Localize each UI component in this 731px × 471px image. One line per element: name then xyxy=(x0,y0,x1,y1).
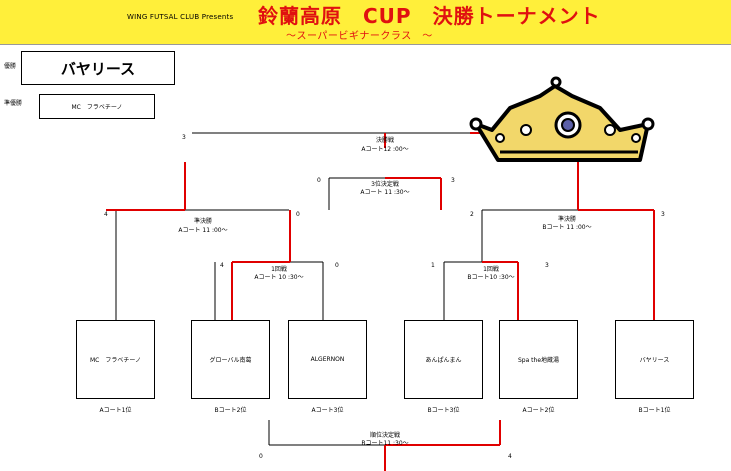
r1-right-title: 1回戦 xyxy=(483,266,499,273)
r1-right-time: Bコート10 :30～ xyxy=(467,274,515,281)
r1-left-time: Aコート 10 :30～ xyxy=(254,274,304,281)
page-subtitle: ～スーパービギナークラス ～ xyxy=(286,31,433,42)
team-seed-5: Aコート2位 xyxy=(522,407,555,414)
team-box-5: Spa the地蔵湯 xyxy=(499,320,578,399)
team-box-2: グローバル南葛 xyxy=(191,320,270,399)
r1-right-score-a: 1 xyxy=(431,262,435,269)
team-box-6: バヤリース xyxy=(615,320,694,399)
semi-right-time: Bコート 11 :00～ xyxy=(542,224,592,231)
semi-left-time: Aコート 11 :00～ xyxy=(178,227,228,234)
r1-left-score-a: 4 xyxy=(220,262,224,269)
team-seed-2: Bコート2位 xyxy=(214,407,247,414)
final-score-a: 3 xyxy=(182,134,186,141)
semi-right-title: 準決勝 xyxy=(557,216,576,223)
placement-time: Bコート11 :30～ xyxy=(361,440,409,447)
runner-up-box: MC フラベチーノ xyxy=(39,94,155,119)
winner-box: バヤリース xyxy=(21,51,175,85)
semi-left-score-a: 4 xyxy=(104,211,108,218)
team-box-4: あんぱんまん xyxy=(404,320,483,399)
page-title: 鈴蘭高原 CUP 決勝トーナメント xyxy=(258,4,601,28)
semi-right-score-a: 2 xyxy=(470,211,474,218)
placement-title: 順位決定戦 xyxy=(369,432,400,439)
placement-score-b: 4 xyxy=(508,453,512,460)
winner-label: 優勝 xyxy=(4,63,17,70)
final-time: Aコート12 :00～ xyxy=(361,146,409,153)
semi-right-score-b: 3 xyxy=(661,211,665,218)
third-time: Aコート 11 :30～ xyxy=(360,189,410,196)
r1-left-score-b: 0 xyxy=(335,262,339,269)
third-title: 3位決定戦 xyxy=(371,181,399,188)
runner-up-label: 準優勝 xyxy=(4,100,23,107)
third-score-a: 0 xyxy=(317,177,321,184)
team-seed-1: Aコート1位 xyxy=(99,407,132,414)
team-seed-4: Bコート3位 xyxy=(427,407,460,414)
placement-score-a: 0 xyxy=(259,453,263,460)
semi-left-score-b: 0 xyxy=(296,211,300,218)
presents-text: WING FUTSAL CLUB Presents xyxy=(127,13,234,21)
team-box-1: MC フラベチーノ xyxy=(76,320,155,399)
r1-left-title: 1回戦 xyxy=(271,266,287,273)
header-banner: WING FUTSAL CLUB Presents 鈴蘭高原 CUP 決勝トーナ… xyxy=(0,0,731,45)
team-box-3: ALGERNON xyxy=(288,320,367,399)
semi-left-title: 準決勝 xyxy=(193,218,212,225)
team-seed-3: Aコート3位 xyxy=(311,407,344,414)
r1-right-score-b: 3 xyxy=(545,262,549,269)
team-seed-6: Bコート1位 xyxy=(638,407,671,414)
final-title: 決勝戦 xyxy=(375,137,394,144)
third-score-b: 3 xyxy=(451,177,455,184)
